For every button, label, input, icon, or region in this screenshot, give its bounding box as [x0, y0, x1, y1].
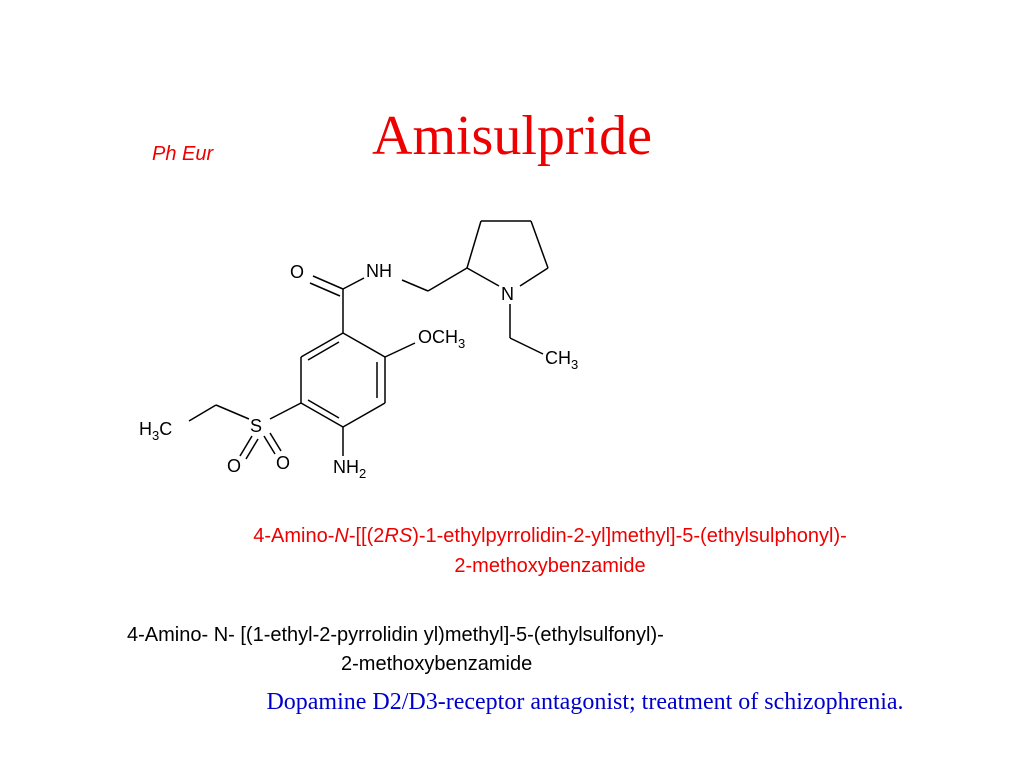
bond	[342, 402, 386, 428]
atom-nh2: NH2	[333, 457, 366, 481]
bond	[427, 267, 468, 292]
atom-och3: OCH3	[418, 327, 465, 351]
bond	[519, 267, 549, 287]
bond	[530, 220, 549, 269]
bond	[300, 402, 344, 428]
bond	[401, 279, 429, 292]
atom-o-left: O	[227, 456, 241, 476]
iupac-name-red-line1: 4-Amino-N-[[(2RS)-1-ethylpyrrolidin-2-yl…	[253, 525, 847, 547]
bond	[239, 435, 253, 457]
bond	[269, 402, 302, 420]
atom-n-ring: N	[501, 284, 514, 304]
bond	[245, 438, 259, 460]
bond	[269, 432, 282, 452]
iupac-name-red-line2: 2-methoxybenzamide	[454, 555, 646, 577]
atom-h3c: H3C	[139, 419, 172, 443]
atom-ch3-ethyl: CH3	[545, 348, 578, 372]
iupac-name-black-line1: 4-Amino- N- [(1-ethyl-2-pyrrolidin yl)me…	[127, 624, 664, 646]
bond	[307, 399, 340, 419]
bond	[509, 337, 544, 355]
atom-s: S	[250, 416, 262, 436]
bond	[342, 332, 386, 358]
bond	[342, 277, 365, 290]
bond	[307, 341, 340, 361]
bond	[466, 220, 482, 269]
atom-o-right: O	[276, 453, 290, 473]
bond	[263, 435, 276, 455]
bond	[300, 332, 344, 358]
bond	[312, 275, 344, 290]
bond	[384, 342, 416, 358]
slide-title: Amisulpride	[372, 105, 652, 167]
iupac-name-black-line2: 2-methoxybenzamide	[341, 653, 533, 675]
bond	[188, 404, 217, 422]
atom-nh: NH	[366, 261, 392, 281]
pharmacopoeia-label: Ph Eur	[152, 143, 214, 165]
bond	[309, 282, 341, 297]
bond	[466, 267, 500, 287]
pharmacology-description: Dopamine D2/D3-receptor antagonist; trea…	[266, 689, 904, 715]
bond	[215, 404, 250, 420]
benzene-ring	[300, 332, 386, 428]
pyrrolidine-ring	[466, 220, 549, 287]
atom-o-carbonyl: O	[290, 262, 304, 282]
